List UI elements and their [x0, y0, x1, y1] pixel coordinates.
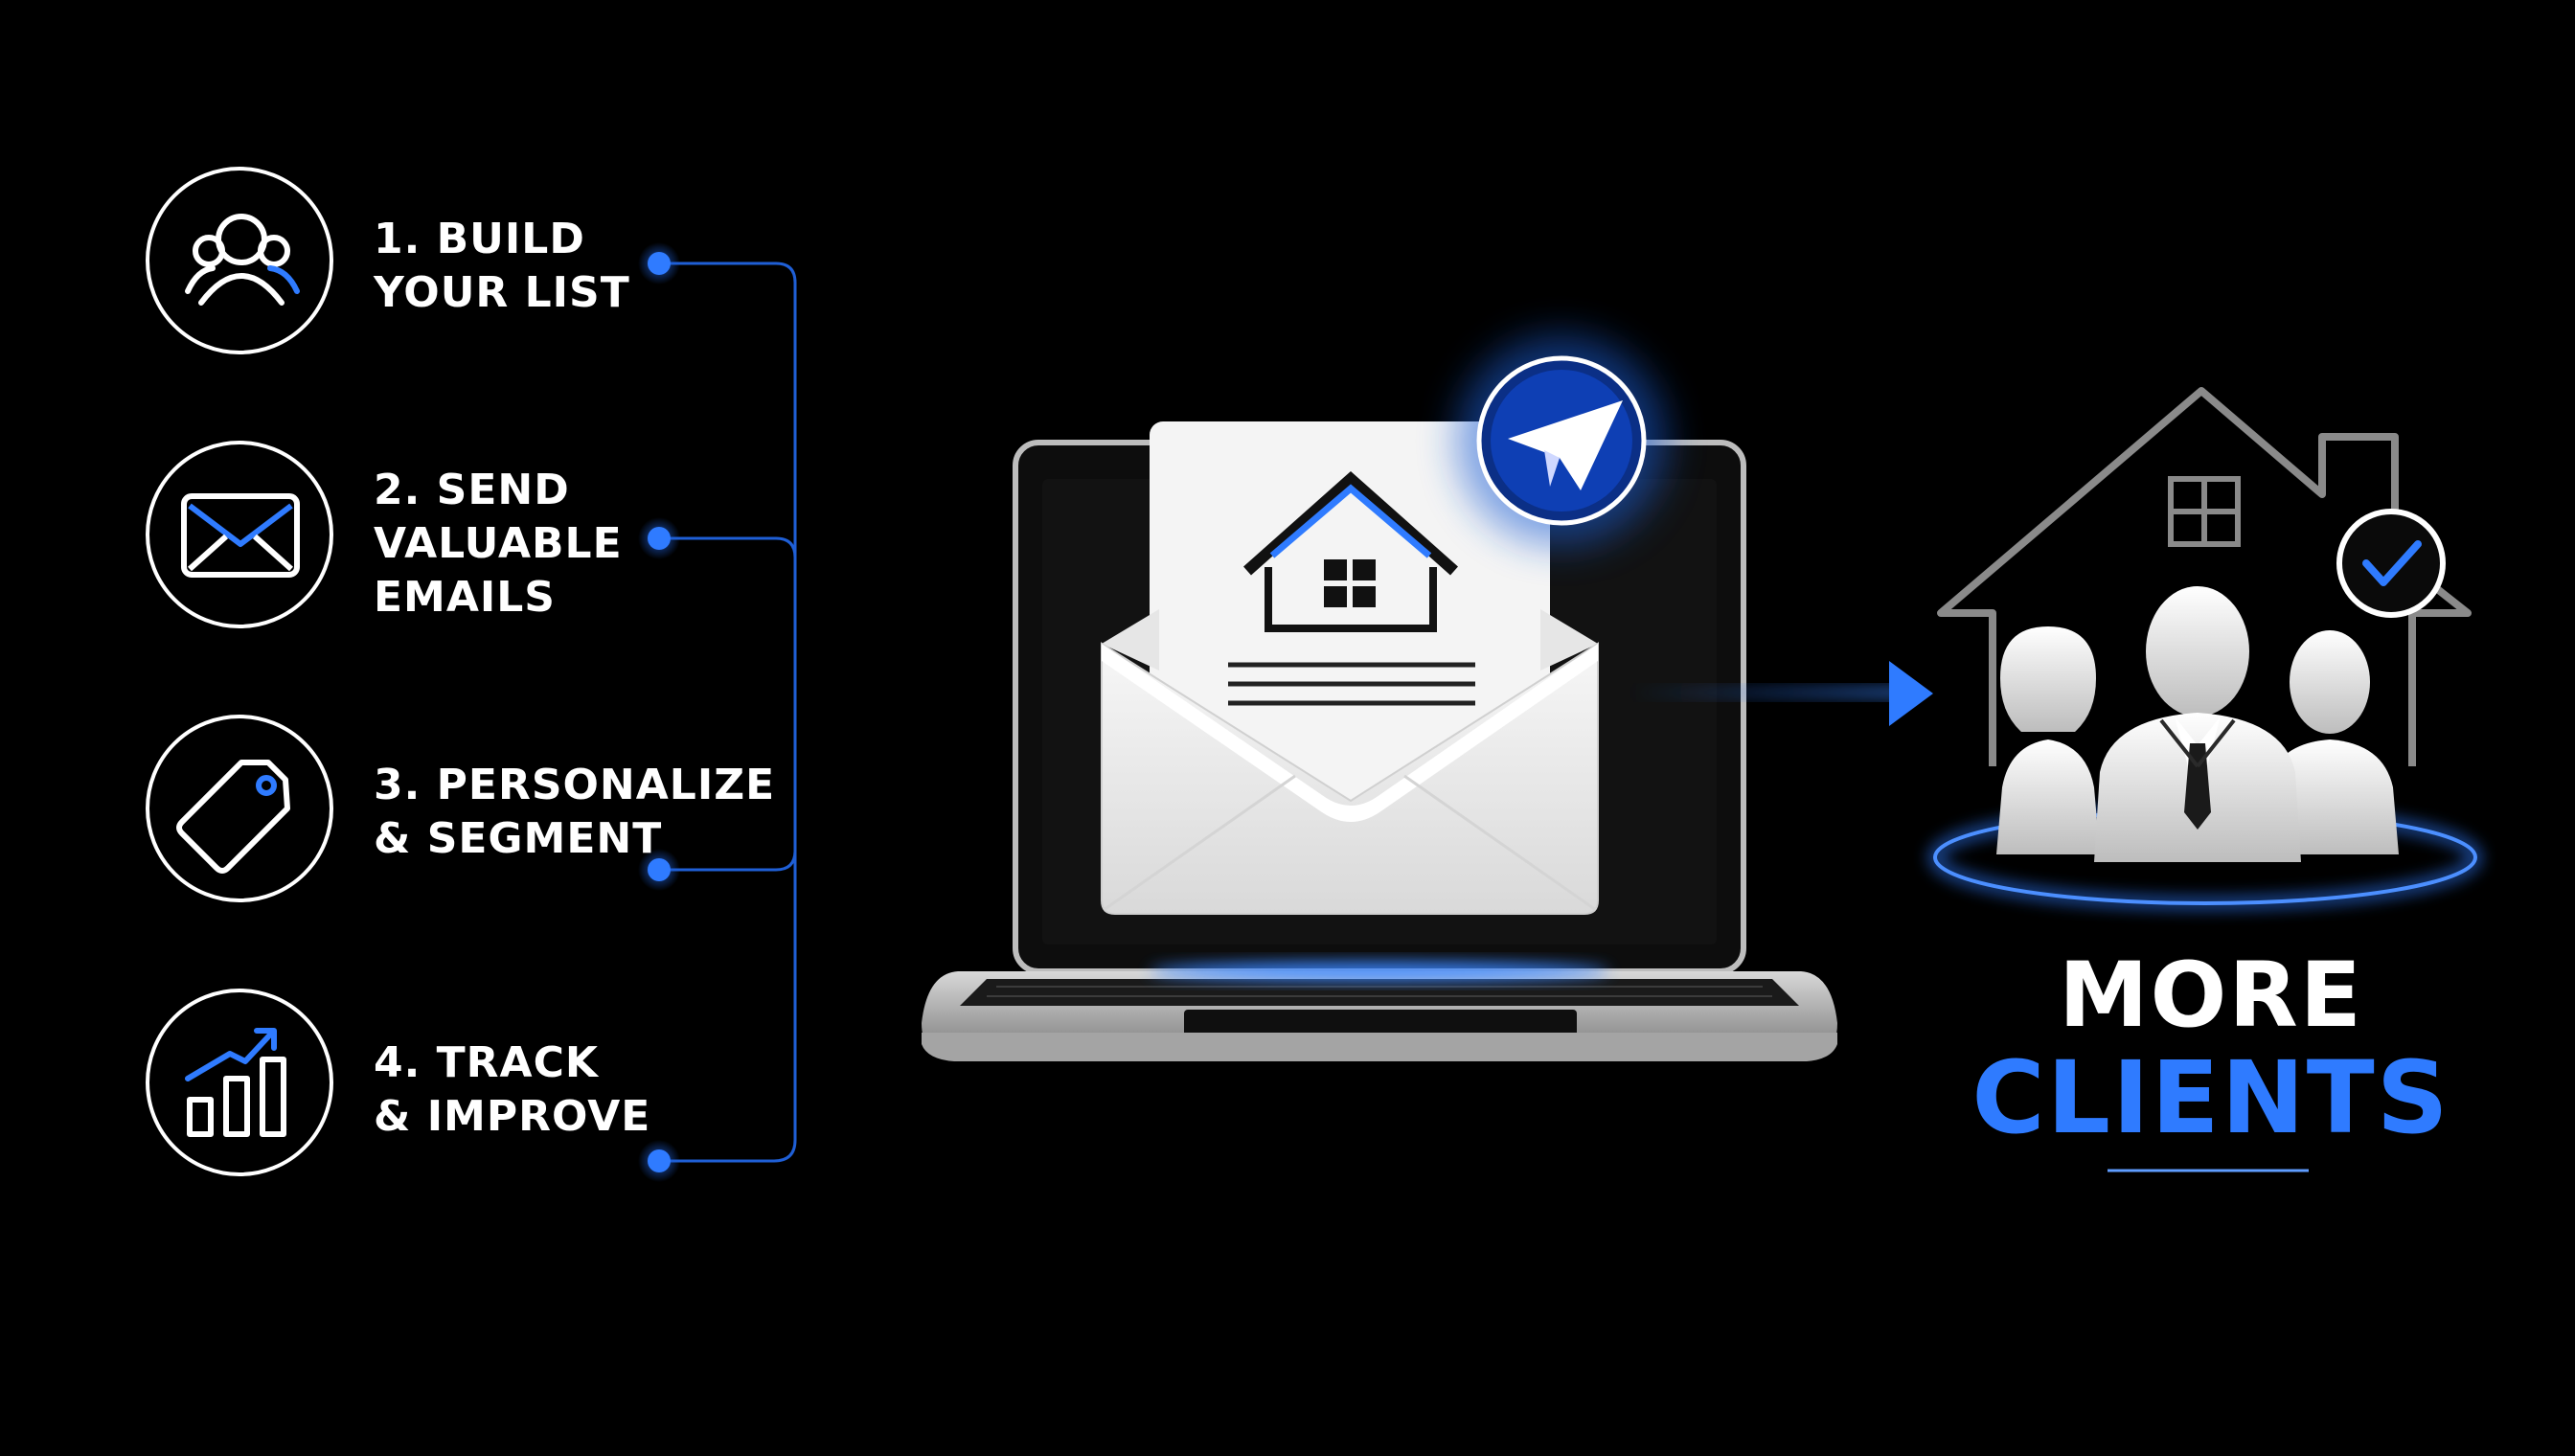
- checkmark-icon: [2336, 509, 2446, 618]
- step-1-label: 1. BUILD YOUR LIST: [374, 213, 630, 320]
- step-2-line-3: EMAILS: [374, 573, 556, 622]
- step-3-label: 3. PERSONALIZE & SEGMENT: [374, 759, 775, 866]
- house-clients-icon: [1928, 387, 2482, 910]
- open-envelope-icon: [1101, 421, 1599, 915]
- step-1-icon-badge: [146, 167, 333, 354]
- step-3-line-1: 3. PERSONALIZE: [374, 761, 776, 809]
- step-2-icon-badge: [146, 441, 333, 628]
- envelope-icon: [181, 493, 300, 578]
- step-2-line-1: 2. SEND: [374, 466, 570, 514]
- tag-icon: [176, 760, 290, 874]
- step-1-line-1: 1. BUILD: [374, 215, 585, 263]
- step-1-line-2: YOUR LIST: [374, 268, 630, 317]
- letter-text-lines: [1228, 662, 1475, 706]
- result-headline-line-1: MORE: [2058, 944, 2364, 1048]
- step-3-line-2: & SEGMENT: [374, 814, 663, 863]
- step-4-line-2: & IMPROVE: [374, 1092, 651, 1141]
- step-3-icon-badge: [146, 715, 333, 902]
- step-2-line-2: VALUABLE: [374, 519, 623, 568]
- client-woman: [1996, 626, 2100, 854]
- motion-streaks: [840, 637, 1068, 752]
- result-headline-line-2: CLIENTS: [1971, 1039, 2450, 1156]
- step-4-icon-badge: [146, 989, 333, 1176]
- client-man-center: [2094, 586, 2301, 862]
- flow-arrow: [1629, 661, 1933, 726]
- paper-plane-icon: [1456, 335, 1667, 546]
- step-2-label: 2. SEND VALUABLE EMAILS: [374, 464, 623, 625]
- step-4-label: 4. TRACK & IMPROVE: [374, 1036, 650, 1144]
- step-connector: [659, 262, 797, 1163]
- step-4-line-1: 4. TRACK: [374, 1038, 599, 1087]
- growth-chart-icon: [185, 1028, 286, 1137]
- house-icon: [1243, 470, 1458, 632]
- connector-dots: [638, 242, 680, 1182]
- user-group-icon: [185, 214, 300, 306]
